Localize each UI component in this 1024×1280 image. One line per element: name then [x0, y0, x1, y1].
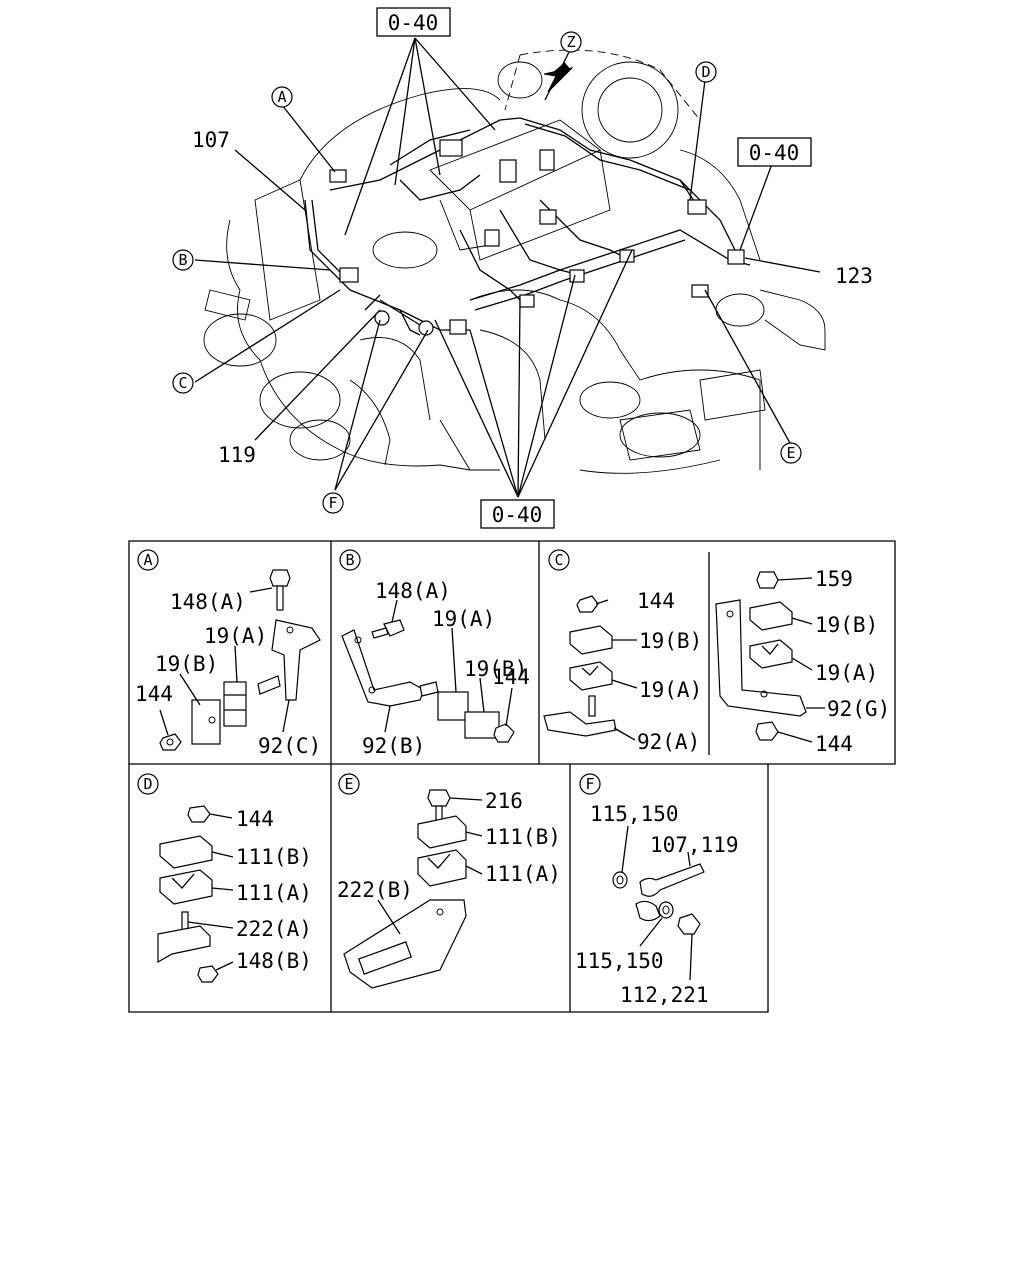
svg-text:144: 144: [236, 807, 274, 831]
part-number-107: 107: [192, 128, 230, 152]
svg-text:F: F: [585, 775, 594, 793]
detail-a: A 148(A) 19(A) 19(B) 144 92(C): [135, 549, 321, 758]
svg-text:144: 144: [135, 682, 173, 706]
svg-text:144: 144: [637, 589, 675, 613]
marker-d: D: [695, 61, 717, 83]
svg-text:144: 144: [815, 732, 853, 756]
svg-text:D: D: [701, 63, 710, 81]
marker-f: F: [322, 492, 344, 514]
svg-text:C: C: [178, 374, 187, 392]
svg-text:115,150: 115,150: [575, 949, 664, 973]
svg-text:144: 144: [492, 665, 530, 689]
svg-text:E: E: [786, 444, 795, 462]
svg-text:111(A): 111(A): [485, 862, 561, 886]
svg-text:D: D: [143, 775, 152, 793]
svg-text:148(A): 148(A): [170, 590, 246, 614]
svg-text:107,119: 107,119: [650, 833, 739, 857]
svg-text:B: B: [345, 551, 354, 569]
svg-text:19(B): 19(B): [815, 613, 878, 637]
engine-illustration: [203, 49, 826, 474]
svg-text:92(A): 92(A): [637, 730, 700, 754]
svg-text:111(B): 111(B): [485, 825, 561, 849]
svg-text:19(A): 19(A): [204, 624, 267, 648]
svg-text:148(B): 148(B): [236, 949, 312, 973]
svg-text:111(A): 111(A): [236, 881, 312, 905]
part-number-119: 119: [218, 443, 256, 467]
svg-text:19(A): 19(A): [815, 661, 878, 685]
detail-e: E 216 111(B) 111(A) 222(B): [337, 773, 561, 989]
svg-text:A: A: [143, 551, 152, 569]
marker-c: C: [172, 372, 194, 394]
svg-text:92(C): 92(C): [258, 734, 321, 758]
detail-d: D 144 111(B) 111(A) 222(A) 148(B): [137, 773, 312, 983]
svg-text:222(A): 222(A): [236, 917, 312, 941]
ref-box-top: 0-40: [376, 7, 451, 37]
leader-lines: [194, 37, 821, 498]
svg-text:19(B): 19(B): [155, 652, 218, 676]
detail-f: F 115,150 107,119 115,150 112,221: [575, 773, 739, 1007]
svg-text:B: B: [178, 251, 187, 269]
detail-c: C 144 19(B) 19(A) 92(A) 159 19(B) 19(A) …: [543, 549, 890, 756]
svg-text:112,221: 112,221: [620, 983, 709, 1007]
svg-text:F: F: [328, 494, 337, 512]
svg-text:92(B): 92(B): [362, 734, 425, 758]
detail-b: B 148(A) 19(A) 19(B) 144 92(B): [339, 549, 530, 758]
svg-text:115,150: 115,150: [590, 802, 679, 826]
marker-a: A: [271, 86, 293, 108]
marker-e: E: [780, 442, 802, 464]
view-marker-z: Z: [560, 31, 582, 53]
ref-box-right: 0-40: [737, 137, 812, 167]
svg-text:0-40: 0-40: [749, 141, 800, 165]
svg-text:19(B): 19(B): [464, 657, 527, 681]
svg-text:111(B): 111(B): [236, 845, 312, 869]
svg-text:19(A): 19(A): [432, 607, 495, 631]
svg-text:A: A: [277, 88, 286, 106]
svg-text:222(B): 222(B): [337, 878, 413, 902]
svg-text:216: 216: [485, 789, 523, 813]
svg-text:19(B): 19(B): [639, 629, 702, 653]
svg-text:19(A): 19(A): [639, 678, 702, 702]
svg-text:Z: Z: [566, 33, 575, 51]
svg-text:E: E: [344, 775, 353, 793]
svg-text:C: C: [554, 551, 563, 569]
marker-b: B: [172, 249, 194, 271]
ref-box-bottom: 0-40: [480, 499, 555, 529]
svg-text:0-40: 0-40: [388, 11, 439, 35]
detail-grid: [128, 540, 896, 1013]
svg-text:148(A): 148(A): [375, 579, 451, 603]
svg-text:159: 159: [815, 567, 853, 591]
part-number-123: 123: [835, 264, 873, 288]
svg-text:92(G): 92(G): [827, 697, 890, 721]
svg-text:0-40: 0-40: [492, 503, 543, 527]
